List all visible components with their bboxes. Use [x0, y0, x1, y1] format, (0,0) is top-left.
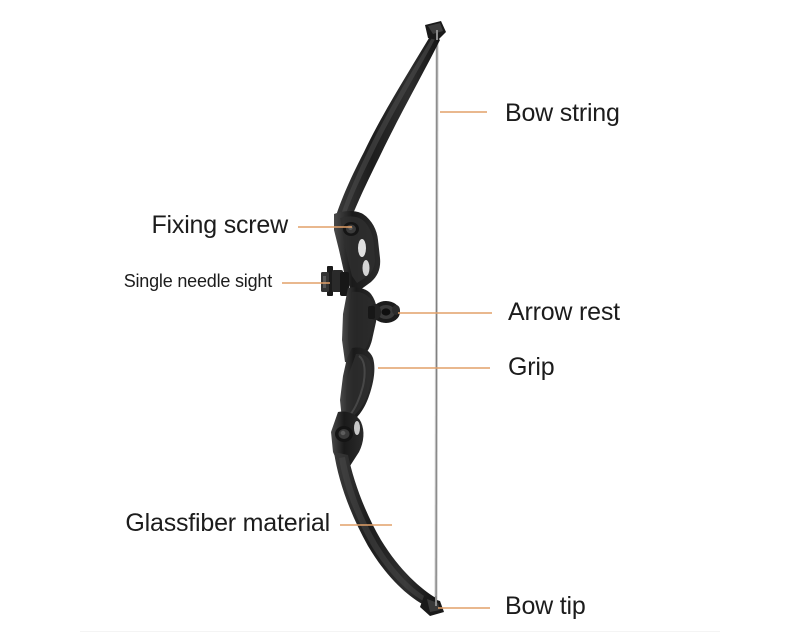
bow-string-graphic: [434, 33, 439, 605]
label-single-needle-sight: Single needle sight: [123, 271, 273, 291]
label-glassfiber-material: Glassfiber material: [125, 509, 330, 537]
label-bow-string: Bow string: [505, 99, 620, 127]
lower-limb: [334, 452, 436, 608]
riser-assembly: [321, 211, 400, 468]
leader-lines: [282, 111, 492, 609]
label-grip: Grip: [508, 353, 555, 381]
label-fixing-screw: Fixing screw: [151, 211, 288, 239]
label-arrow-rest: Arrow rest: [508, 298, 620, 326]
single-needle-sight-part: [321, 266, 349, 296]
fixing-screw-part: [343, 222, 359, 236]
label-bow-tip: Bow tip: [505, 592, 586, 620]
upper-bow-tip: [425, 21, 446, 40]
upper-limb: [335, 33, 440, 224]
bottom-divider: [80, 631, 720, 632]
grip-part: [340, 347, 375, 423]
lower-bow-tip: [420, 596, 444, 616]
arrow-rest-part: [368, 301, 400, 323]
